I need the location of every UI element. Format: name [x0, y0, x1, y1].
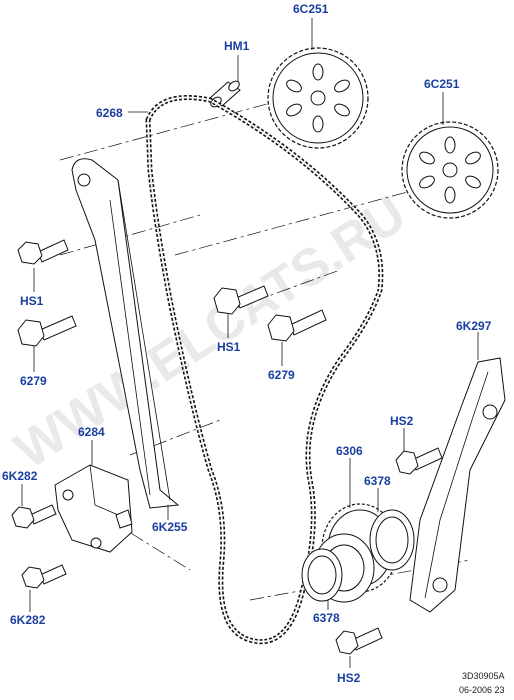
timing-chain — [145, 95, 384, 644]
label-6k255: 6K255 — [152, 520, 188, 534]
camshaft-sprocket-right — [401, 121, 499, 219]
washer-6378-lower — [301, 548, 343, 602]
label-hs1-left: HS1 — [20, 294, 44, 308]
label-6279-left: 6279 — [20, 374, 47, 388]
bolt-hs2-lower — [335, 627, 383, 655]
drawing-id: 3D30905A — [462, 671, 505, 681]
chain-tensioner-6284 — [54, 464, 133, 553]
bolt-6279-center — [267, 309, 327, 342]
watermark: WWW.ELCATS.RU — [5, 185, 416, 480]
label-hs2-lower: HS2 — [337, 671, 361, 685]
camshaft-sprocket-upper — [267, 47, 369, 149]
bolt-6k282-lower — [21, 564, 67, 589]
label-hs2-upper: HS2 — [390, 414, 414, 428]
label-hm1: HM1 — [224, 39, 250, 53]
bolt-hs1-left — [17, 239, 69, 265]
label-6279-center: 6279 — [268, 368, 295, 382]
label-hs1-center: HS1 — [217, 340, 241, 354]
bolt-hs1-center — [213, 285, 269, 315]
label-6c251-upper: 6C251 — [293, 2, 329, 16]
bolt-6k282-upper — [11, 504, 57, 529]
bolt-hs2-upper — [395, 447, 443, 475]
chain-guide-6k255 — [71, 158, 180, 509]
date-code: 06-2006 23 — [459, 685, 505, 695]
label-6k297: 6K297 — [456, 319, 492, 333]
label-6378-upper: 6378 — [364, 474, 391, 488]
bolt-6279-left — [17, 315, 77, 347]
label-6c251-right: 6C251 — [424, 77, 460, 91]
tensioner-arm-6k297 — [409, 357, 506, 613]
label-6378-lower: 6378 — [313, 611, 340, 625]
leader-lines — [21, 18, 479, 668]
label-6306: 6306 — [336, 444, 363, 458]
label-6k282-lower: 6K282 — [10, 613, 46, 627]
label-6268: 6268 — [96, 106, 123, 120]
washer-6378-upper — [369, 509, 415, 571]
label-6k282-upper: 6K282 — [2, 469, 38, 483]
label-6284: 6284 — [78, 425, 105, 439]
